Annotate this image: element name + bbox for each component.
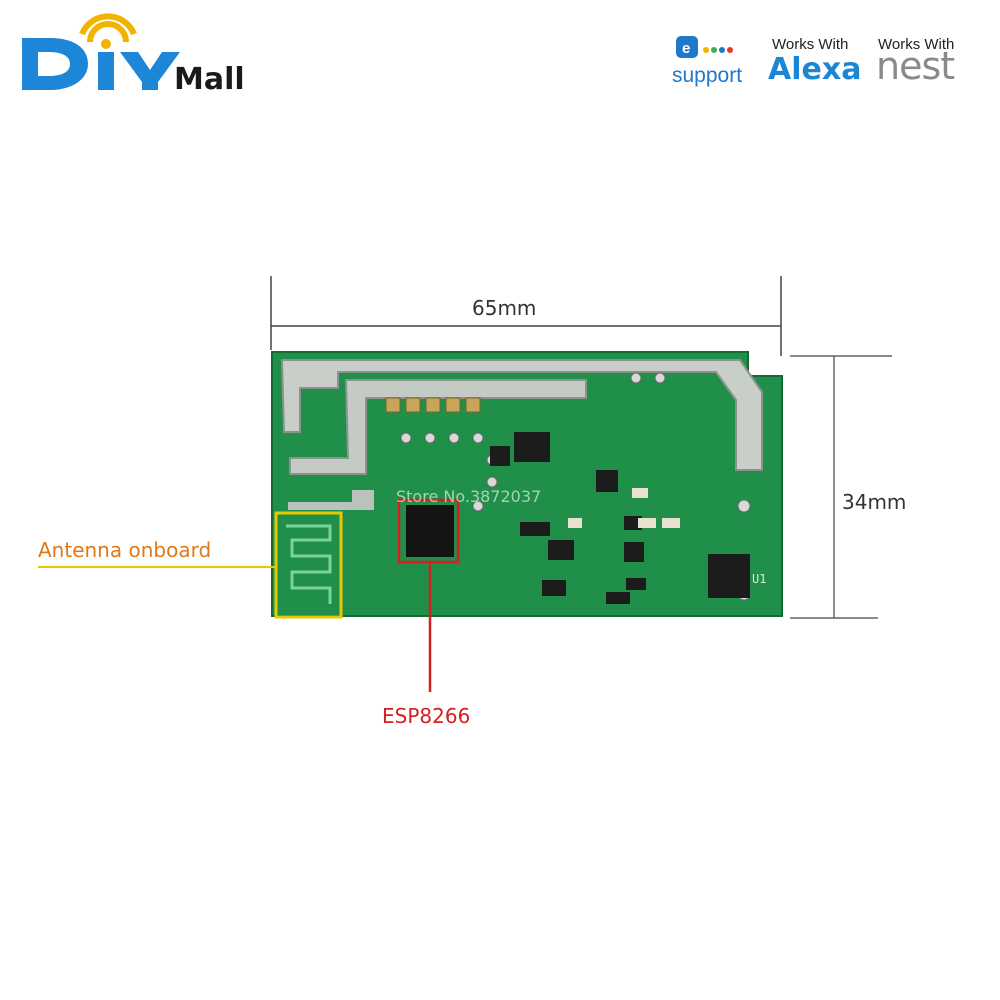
width-dimension-line [270,276,782,356]
esupport-icon: e [676,36,733,58]
board-watermark: Store No.3872037 [396,487,542,506]
brand-logo: Mall [16,8,256,98]
alexa-name: Alexa [768,52,862,87]
silkscreen-u1: U1 [752,572,767,586]
logo-word: Mall [174,62,245,97]
esupport-badge: e support [668,36,748,87]
alexa-works-with: Works With [772,36,849,53]
esp8266-label: ESP8266 [382,704,471,728]
logo-mark [22,13,180,90]
nest-name: nest [876,44,955,88]
esupport-label: support [672,64,743,87]
svg-text:e: e [682,40,690,57]
pcb-board [271,351,783,617]
esp8266-callout [397,498,460,692]
height-label: 34mm [842,490,907,514]
nest-works-with: Works With [878,36,955,53]
height-dimension-line [790,355,892,619]
antenna-callout [38,511,343,619]
antenna-label: Antenna onboard [38,538,212,562]
width-label: 65mm [472,296,537,320]
